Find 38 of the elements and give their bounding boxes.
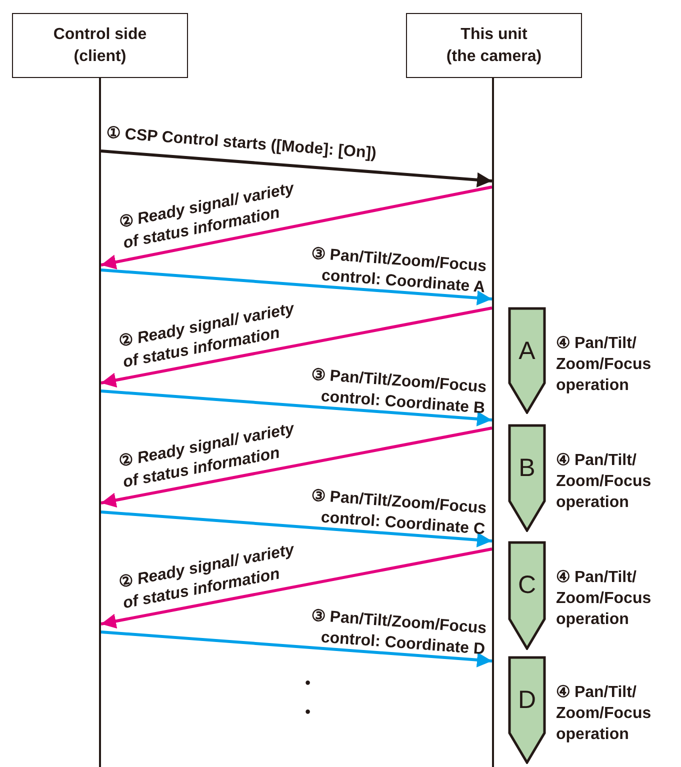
operation-text: ④ Pan/Tilt/ Zoom/Focus operation xyxy=(556,334,652,396)
edge-label: ③ Pan/Tilt/Zoom/Focus control: Coordinate C xyxy=(310,486,488,540)
edge-label: ③ Pan/Tilt/Zoom/Focus control: Coordinate A xyxy=(310,244,488,298)
activation-pentagon xyxy=(508,424,546,532)
step-letter: D xyxy=(518,686,536,716)
message-arrow xyxy=(100,510,492,548)
edge-label: ③ Pan/Tilt/Zoom/Focus control: Coordinate D xyxy=(310,606,488,660)
continuation-dot: • xyxy=(305,705,311,721)
edge-label: ② Ready signal/ variety of status information xyxy=(117,540,296,614)
lifeline xyxy=(99,78,101,767)
edge-label: ② Ready signal/ variety of status information xyxy=(117,179,296,254)
edge-label: ③ Pan/Tilt/Zoom/Focus control: Coordinate B xyxy=(310,365,488,420)
lifeline xyxy=(492,78,494,767)
message-arrow xyxy=(100,548,492,629)
edge-label: ① CSP Control starts ([Mode]: [On]) xyxy=(106,124,378,164)
activation-pentagon xyxy=(508,541,546,650)
message-arrow xyxy=(100,426,492,508)
operation-text: ④ Pan/Tilt/ Zoom/Focus operation xyxy=(556,451,652,513)
message-arrow xyxy=(100,630,492,668)
edge-label: ② Ready signal/ variety of status information xyxy=(117,420,296,494)
message-arrow xyxy=(100,390,492,426)
participant-label: This unit (the camera) xyxy=(445,24,543,66)
message-arrow xyxy=(100,150,492,188)
step-letter: A xyxy=(518,337,536,367)
message-arrow xyxy=(100,268,492,306)
step-letter: C xyxy=(518,571,536,601)
activation-pentagon xyxy=(508,307,546,414)
message-arrow xyxy=(100,306,492,388)
operation-text: ④ Pan/Tilt/ Zoom/Focus operation xyxy=(556,568,652,630)
continuation-dot: • xyxy=(305,676,311,692)
edge-label: ② Ready signal/ variety of status information xyxy=(117,300,296,374)
participant-box xyxy=(12,13,188,78)
message-arrow xyxy=(100,186,492,270)
step-letter: B xyxy=(518,454,536,484)
operation-text: ④ Pan/Tilt/ Zoom/Focus operation xyxy=(556,683,652,745)
participant-label: Control side (client) xyxy=(52,24,148,66)
activation-pentagon xyxy=(508,656,546,764)
participant-box xyxy=(406,13,582,78)
